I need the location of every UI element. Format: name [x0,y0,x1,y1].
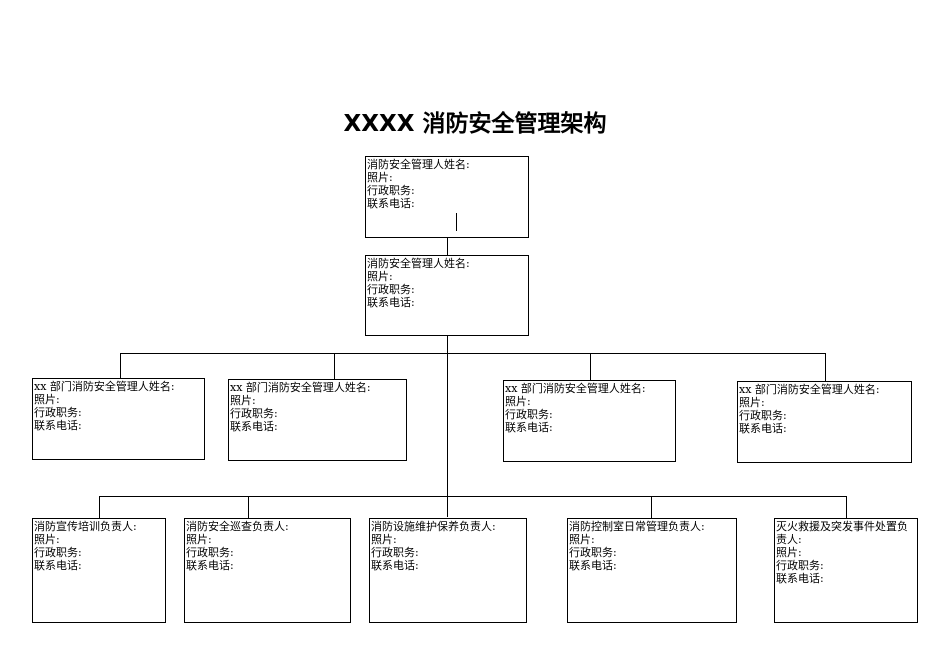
second-manager-photo-label: 照片: [367,270,393,283]
department-3-title-label: 行政职务: [505,408,553,421]
responsible-5-photo-label: 照片: [776,546,802,559]
department-2-photo-label: 照片: [230,394,256,407]
department-2-phone-label: 联系电话: [230,420,278,433]
department-3-phone-label: 联系电话: [505,421,553,434]
second-manager-name-label: 消防安全管理人姓名: [367,257,470,270]
top-manager-box: 消防安全管理人姓名: 照片: 行政职务: 联系电话: [365,156,529,238]
department-1-photo-label: 照片: [34,393,60,406]
responsible-3-title-label: 行政职务: [371,546,419,559]
top-manager-title-label: 行政职务: [367,184,415,197]
responsible-box-maintenance: 消防设施维护保养负责人: 照片: 行政职务: 联系电话: [369,518,527,623]
responsible-1-phone-label: 联系电话: [34,559,82,572]
department-1-title-label: 行政职务: [34,406,82,419]
responsible-5-role-label: 灭火救援及突发事件处置负责人: [776,520,908,546]
responsible-4-role-label: 消防控制室日常管理负责人: [569,520,705,533]
responsible-1-title-label: 行政职务: [34,546,82,559]
top-manager-photo-label: 照片: [367,171,393,184]
responsible-1-photo-label: 照片: [34,533,60,546]
responsible-4-phone-label: 联系电话: [569,559,617,572]
department-4-phone-label: 联系电话: [739,422,787,435]
department-box-2: xx 部门消防安全管理人姓名: 照片: 行政职务: 联系电话: [228,379,407,461]
department-4-name-label: xx 部门消防安全管理人姓名: [739,383,880,396]
responsible-3-photo-label: 照片: [371,533,397,546]
page-title: XXXX 消防安全管理架构 [343,111,607,137]
department-box-3: xx 部门消防安全管理人姓名: 照片: 行政职务: 联系电话: [503,380,676,462]
department-box-4: xx 部门消防安全管理人姓名: 照片: 行政职务: 联系电话: [737,381,912,463]
responsible-2-role-label: 消防安全巡查负责人: [186,520,289,533]
responsible-box-training: 消防宣传培训负责人: 照片: 行政职务: 联系电话: [32,518,166,623]
department-2-name-label: xx 部门消防安全管理人姓名: [230,381,371,394]
department-3-name-label: xx 部门消防安全管理人姓名: [505,382,646,395]
department-4-photo-label: 照片: [739,396,765,409]
responsible-5-phone-label: 联系电话: [776,572,824,585]
second-manager-box: 消防安全管理人姓名: 照片: 行政职务: 联系电话: [365,255,529,336]
department-2-title-label: 行政职务: [230,407,278,420]
responsible-1-role-label: 消防宣传培训负责人: [34,520,137,533]
responsible-2-title-label: 行政职务: [186,546,234,559]
responsible-box-control-room: 消防控制室日常管理负责人: 照片: 行政职务: 联系电话: [567,518,737,623]
second-manager-title-label: 行政职务: [367,283,415,296]
responsible-3-role-label: 消防设施维护保养负责人: [371,520,496,533]
top-manager-phone-label: 联系电话: [367,197,415,210]
responsible-4-photo-label: 照片: [569,533,595,546]
department-3-photo-label: 照片: [505,395,531,408]
text-cursor-mark [456,213,457,231]
responsible-5-title-label: 行政职务: [776,559,824,572]
top-manager-name-label: 消防安全管理人姓名: [367,158,470,171]
responsible-3-phone-label: 联系电话: [371,559,419,572]
department-4-title-label: 行政职务: [739,409,787,422]
second-manager-phone-label: 联系电话: [367,296,415,309]
responsible-4-title-label: 行政职务: [569,546,617,559]
department-1-name-label: xx 部门消防安全管理人姓名: [34,380,175,393]
responsible-box-emergency: 灭火救援及突发事件处置负责人: 照片: 行政职务: 联系电话: [774,518,918,623]
department-1-phone-label: 联系电话: [34,419,82,432]
responsible-box-patrol: 消防安全巡查负责人: 照片: 行政职务: 联系电话: [184,518,351,623]
responsible-2-phone-label: 联系电话: [186,559,234,572]
department-box-1: xx 部门消防安全管理人姓名: 照片: 行政职务: 联系电话: [32,378,205,460]
responsible-2-photo-label: 照片: [186,533,212,546]
